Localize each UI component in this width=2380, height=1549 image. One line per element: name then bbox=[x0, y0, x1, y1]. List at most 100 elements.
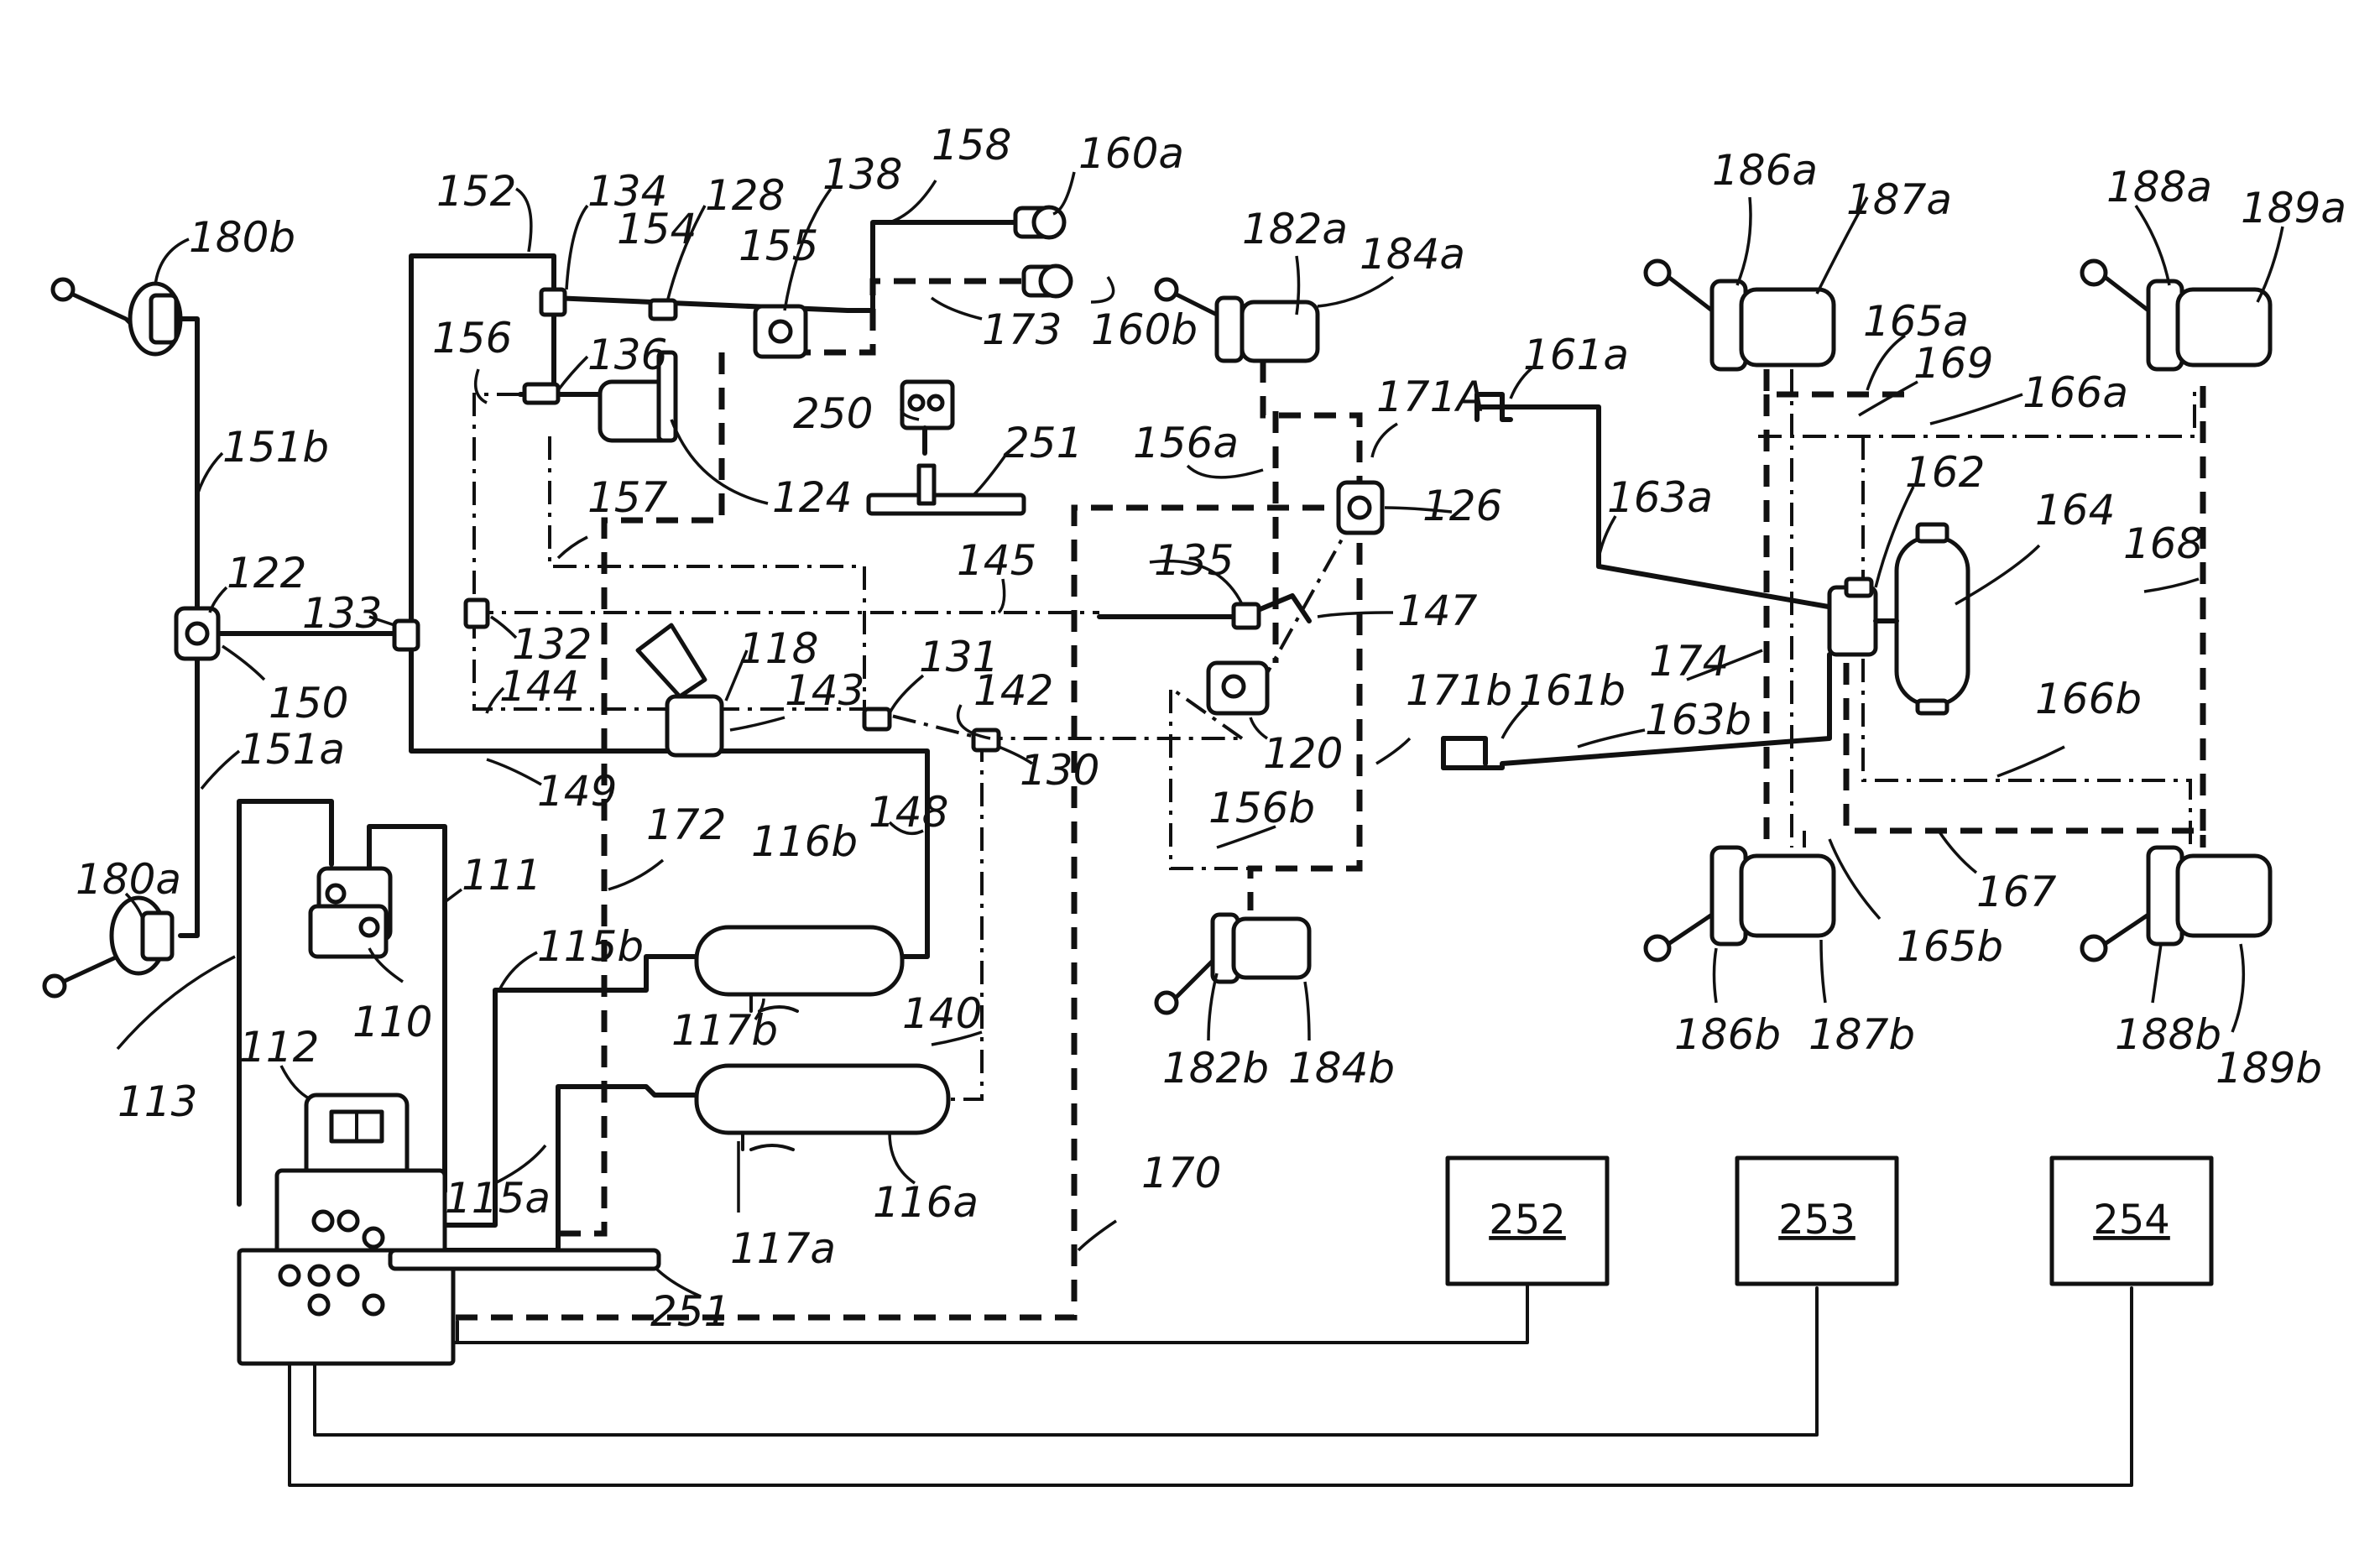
label-133: 133 bbox=[302, 589, 382, 638]
box-252-label: 252 bbox=[1489, 1197, 1566, 1244]
label-171A: 171A bbox=[1376, 373, 1485, 421]
label-161a: 161a bbox=[1523, 331, 1629, 379]
valve-126 bbox=[1339, 482, 1382, 533]
bar-251-top bbox=[869, 466, 1024, 514]
label-142: 142 bbox=[973, 666, 1053, 715]
label-135: 135 bbox=[1154, 536, 1234, 585]
label-182b: 182b bbox=[1162, 1044, 1269, 1093]
tee-134 bbox=[541, 289, 565, 315]
brake-chamber-180a bbox=[44, 898, 172, 996]
label-166b: 166b bbox=[2035, 675, 2142, 723]
label-111: 111 bbox=[462, 851, 541, 900]
gladhand-161b bbox=[1443, 738, 1485, 764]
label-128: 128 bbox=[705, 171, 785, 220]
tee-133 bbox=[394, 621, 418, 649]
label-156b: 156b bbox=[1208, 784, 1315, 832]
label-158: 158 bbox=[932, 121, 1011, 170]
brake-chamber-180b bbox=[53, 279, 180, 354]
tee-130 bbox=[973, 730, 999, 750]
label-174: 174 bbox=[1649, 637, 1729, 686]
brake-chamber-188a bbox=[2082, 261, 2270, 369]
governor-110 bbox=[311, 868, 390, 957]
label-171b: 171b bbox=[1406, 666, 1512, 715]
label-164: 164 bbox=[2035, 486, 2115, 535]
label-166a: 166a bbox=[2022, 368, 2128, 417]
label-162: 162 bbox=[1905, 448, 1985, 497]
box-253-label: 253 bbox=[1778, 1197, 1855, 1244]
valve-138 bbox=[755, 306, 806, 357]
label-184a: 184a bbox=[1360, 230, 1465, 279]
label-117a: 117a bbox=[730, 1224, 836, 1273]
label-167: 167 bbox=[1976, 868, 2057, 916]
label-186a: 186a bbox=[1712, 146, 1818, 195]
label-184b: 184b bbox=[1288, 1044, 1395, 1093]
fitting-128 bbox=[650, 300, 676, 319]
label-169: 169 bbox=[1913, 339, 1993, 388]
reference-labels: 180b 151b 122 133 150 151a 180a 113 112 … bbox=[76, 121, 2346, 1336]
reservoir-116b bbox=[697, 927, 902, 1011]
label-152: 152 bbox=[436, 167, 516, 216]
label-187a: 187a bbox=[1846, 175, 1952, 224]
label-151a: 151a bbox=[239, 725, 345, 774]
label-170: 170 bbox=[1141, 1149, 1221, 1197]
label-182a: 182a bbox=[1242, 205, 1348, 253]
label-112: 112 bbox=[239, 1023, 319, 1072]
label-155: 155 bbox=[739, 222, 818, 270]
gladhand-160b bbox=[1024, 266, 1071, 296]
tee-135 bbox=[1234, 604, 1259, 628]
label-251-top: 251 bbox=[1003, 419, 1083, 467]
tee-132 bbox=[466, 600, 488, 627]
tank-164 bbox=[1876, 524, 1968, 713]
label-144: 144 bbox=[499, 662, 579, 711]
label-165b: 165b bbox=[1897, 922, 2003, 971]
label-140: 140 bbox=[902, 989, 982, 1038]
label-188a: 188a bbox=[2106, 163, 2212, 211]
label-186b: 186b bbox=[1674, 1010, 1781, 1059]
label-147: 147 bbox=[1397, 587, 1478, 635]
label-145: 145 bbox=[957, 536, 1036, 585]
label-250: 250 bbox=[793, 389, 873, 438]
label-180a: 180a bbox=[76, 855, 181, 904]
label-151b: 151b bbox=[222, 423, 329, 472]
label-148: 148 bbox=[869, 788, 948, 837]
label-122: 122 bbox=[227, 549, 306, 597]
label-160a: 160a bbox=[1078, 129, 1184, 178]
label-113: 113 bbox=[117, 1077, 197, 1126]
label-115b: 115b bbox=[537, 922, 644, 971]
label-180b: 180b bbox=[189, 213, 295, 262]
label-136: 136 bbox=[587, 331, 667, 379]
valve-120 bbox=[1208, 663, 1267, 713]
box-254-label: 254 bbox=[2093, 1197, 2170, 1244]
label-163b: 163b bbox=[1645, 696, 1751, 744]
label-188b: 188b bbox=[2115, 1010, 2221, 1059]
label-168: 168 bbox=[2123, 519, 2203, 568]
relay-valve-162 bbox=[1829, 579, 1876, 655]
module-boxes: 252 253 254 bbox=[1448, 1158, 2211, 1284]
label-160b: 160b bbox=[1091, 305, 1198, 354]
label-154: 154 bbox=[617, 205, 697, 253]
label-130: 130 bbox=[1020, 746, 1099, 795]
label-149: 149 bbox=[537, 767, 617, 816]
label-173: 173 bbox=[982, 305, 1062, 354]
label-172: 172 bbox=[646, 801, 726, 849]
tee-136 bbox=[525, 384, 558, 403]
label-187b: 187b bbox=[1808, 1010, 1915, 1059]
label-251-bottom: 251 bbox=[650, 1287, 730, 1336]
brake-chamber-182b bbox=[1156, 915, 1309, 1013]
label-156: 156 bbox=[432, 314, 512, 362]
label-115a: 115a bbox=[445, 1174, 551, 1223]
label-110: 110 bbox=[352, 998, 432, 1046]
tee-131 bbox=[864, 709, 890, 729]
label-116b: 116b bbox=[751, 817, 858, 866]
label-126: 126 bbox=[1422, 482, 1502, 530]
label-156a: 156a bbox=[1133, 419, 1239, 467]
label-157: 157 bbox=[587, 473, 668, 522]
label-189b: 189b bbox=[2216, 1044, 2322, 1093]
label-124: 124 bbox=[772, 473, 852, 522]
label-116a: 116a bbox=[873, 1178, 979, 1227]
brake-chamber-188b bbox=[2082, 848, 2270, 960]
label-143: 143 bbox=[785, 666, 864, 715]
label-117b: 117b bbox=[671, 1006, 778, 1055]
label-161b: 161b bbox=[1519, 666, 1626, 715]
